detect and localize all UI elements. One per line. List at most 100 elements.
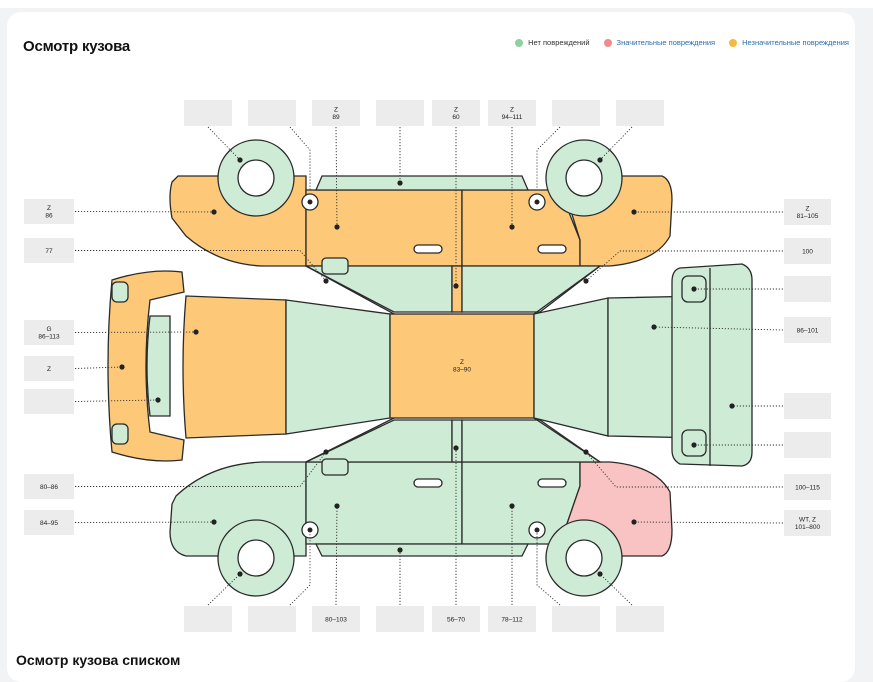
- damage-point[interactable]: [397, 180, 403, 186]
- label-right-0[interactable]: Z81–105: [784, 199, 831, 225]
- label-box-bg: [488, 606, 536, 632]
- sensor-dot: [307, 199, 313, 205]
- label-bottom-7[interactable]: [616, 606, 664, 632]
- label-box-text: 77: [45, 248, 53, 255]
- sensor-dot: [534, 199, 540, 205]
- panel-top-lower-right[interactable]: [461, 265, 602, 313]
- label-box-text: Z: [334, 107, 338, 114]
- label-box-text: 80–103: [325, 616, 347, 623]
- label-right-2[interactable]: [784, 276, 831, 302]
- panel-top-roof-rail[interactable]: [315, 175, 529, 191]
- top-strip: [0, 0, 873, 8]
- label-left-4[interactable]: [24, 389, 74, 414]
- label-top-7[interactable]: [616, 100, 664, 126]
- damage-point[interactable]: [631, 519, 637, 525]
- label-right-3[interactable]: 86–101: [784, 317, 831, 343]
- damage-point[interactable]: [597, 571, 603, 577]
- damage-point[interactable]: [583, 449, 589, 455]
- damage-point[interactable]: [237, 571, 243, 577]
- label-right-5[interactable]: [784, 432, 831, 458]
- damage-point[interactable]: [453, 445, 459, 451]
- door-handle: [537, 244, 567, 254]
- damage-point[interactable]: [211, 209, 217, 215]
- wheel-hub: [565, 539, 603, 577]
- label-box-bg: [784, 393, 831, 419]
- damage-point[interactable]: [729, 403, 735, 409]
- label-bottom-6[interactable]: [552, 606, 600, 632]
- damage-point[interactable]: [323, 278, 329, 284]
- label-bottom-4[interactable]: 56–70: [432, 606, 480, 632]
- label-box-bg: [24, 389, 74, 414]
- panel-top-pillar[interactable]: [451, 265, 463, 313]
- damage-point[interactable]: [509, 224, 515, 230]
- leader-line: [74, 399, 159, 402]
- label-left-5[interactable]: 80–86: [24, 474, 74, 499]
- damage-point[interactable]: [651, 324, 657, 330]
- legend: Нет повреждений Значительные повреждения…: [515, 38, 849, 47]
- panel-bottom-sill[interactable]: [314, 543, 530, 557]
- damage-point[interactable]: [397, 547, 403, 553]
- leader-line: [289, 530, 311, 606]
- label-bottom-3[interactable]: [376, 606, 424, 632]
- damage-point[interactable]: [583, 278, 589, 284]
- label-box-text: 78–112: [501, 616, 523, 623]
- damage-point[interactable]: [453, 283, 459, 289]
- label-box-bg: [784, 238, 831, 264]
- damage-point[interactable]: [691, 442, 697, 448]
- panel-top-rear-door[interactable]: [305, 189, 463, 267]
- panel-front-bumper[interactable]: [671, 263, 753, 467]
- sensor-dot: [534, 527, 540, 533]
- label-bottom-5[interactable]: 78–112: [488, 606, 536, 632]
- damage-point[interactable]: [237, 157, 243, 163]
- damage-point[interactable]: [119, 364, 125, 370]
- damage-point[interactable]: [155, 397, 161, 403]
- damage-point[interactable]: [334, 503, 340, 509]
- damage-point[interactable]: [597, 157, 603, 163]
- damage-point[interactable]: [631, 209, 637, 215]
- label-box-text: 89: [332, 114, 340, 121]
- leader-line: [74, 331, 197, 333]
- label-bottom-0[interactable]: [184, 606, 232, 632]
- label-top-4[interactable]: Z60: [432, 100, 480, 126]
- damage-point[interactable]: [323, 449, 329, 455]
- legend-dot-red: [603, 38, 612, 47]
- label-box-text: 94–111: [502, 114, 523, 121]
- leader-line: [653, 326, 784, 331]
- label-bottom-1[interactable]: [248, 606, 296, 632]
- label-top-2[interactable]: Z89: [312, 100, 360, 126]
- panel-rear-window[interactable]: [285, 299, 391, 435]
- legend-item-major-damage: Значительные повреждения: [603, 38, 715, 47]
- legend-item-no-damage: Нет повреждений: [515, 38, 590, 47]
- damage-point[interactable]: [509, 503, 515, 509]
- label-top-0[interactable]: [184, 100, 232, 126]
- damage-point[interactable]: [193, 329, 199, 335]
- label-left-2[interactable]: G86–113: [24, 320, 74, 345]
- label-right-4[interactable]: [784, 393, 831, 419]
- panel-rear-glass[interactable]: [146, 315, 171, 417]
- panel-trunk[interactable]: [182, 295, 287, 439]
- panel-bottom-pillar[interactable]: [451, 419, 463, 463]
- label-right-6[interactable]: 100–115: [784, 474, 831, 500]
- panel-roof[interactable]: [389, 313, 535, 419]
- damage-point[interactable]: [211, 519, 217, 525]
- label-bottom-2[interactable]: 80–103: [312, 606, 360, 632]
- label-left-6[interactable]: 84–95: [24, 510, 74, 535]
- panel-rear-bumper[interactable]: [107, 270, 185, 462]
- car-top-view: [107, 263, 753, 467]
- label-top-5[interactable]: Z94–111: [488, 100, 536, 126]
- label-top-1[interactable]: [248, 100, 296, 126]
- leader-line: [75, 250, 327, 282]
- panel-windshield[interactable]: [533, 297, 609, 437]
- label-top-6[interactable]: [552, 100, 600, 126]
- label-left-0[interactable]: Z86: [24, 199, 74, 224]
- label-top-3[interactable]: [376, 100, 424, 126]
- sensor-dot: [307, 527, 313, 533]
- label-right-1[interactable]: 100: [784, 238, 831, 264]
- damage-point[interactable]: [334, 224, 340, 230]
- label-left-3[interactable]: Z: [24, 356, 74, 381]
- label-left-1[interactable]: 77: [24, 238, 74, 263]
- damage-point[interactable]: [691, 286, 697, 292]
- label-box-bg: [24, 238, 74, 263]
